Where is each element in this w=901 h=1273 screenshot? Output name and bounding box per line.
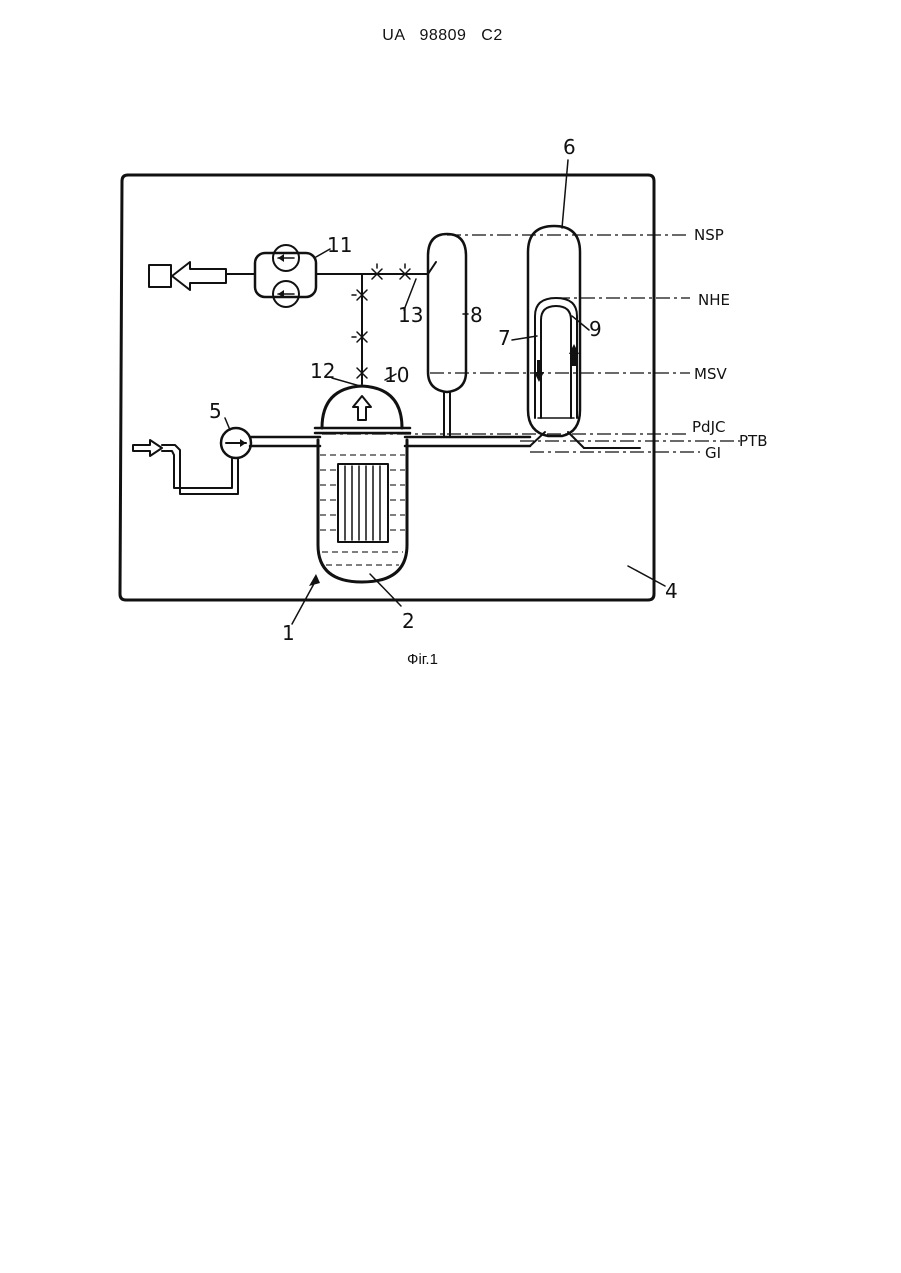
figure-caption: Фіг.1 (0, 651, 845, 668)
label-4: 4 (665, 579, 678, 603)
label-12: 12 (310, 359, 335, 383)
label-1: 1 (282, 621, 295, 645)
inlet-arrow-icon (133, 440, 162, 456)
label-13: 13 (398, 303, 423, 327)
reactor-pointer-arrow-icon (309, 574, 320, 586)
label-9: 9 (589, 317, 602, 341)
steam-generator-6 (528, 226, 580, 436)
level-label-msv: MSV (694, 365, 727, 383)
pump-loop-piping (162, 445, 238, 494)
level-label-nhe: NHE (698, 291, 730, 309)
pump-5 (221, 428, 251, 458)
label-8: 8 (470, 303, 483, 327)
exhaust-box (149, 265, 171, 287)
level-lines (322, 235, 740, 452)
level-label-ptb: PTB (739, 432, 768, 450)
up-arrow-icon (353, 396, 371, 420)
label-6: 6 (563, 135, 576, 159)
level-label-pdjc: PdJC (692, 418, 725, 436)
label-10: 10 (384, 363, 409, 387)
exhaust-arrow-icon (172, 262, 226, 290)
label-7: 7 (498, 326, 511, 350)
label-11: 11 (327, 233, 352, 257)
label-2: 2 (402, 609, 415, 633)
label-5: 5 (209, 399, 222, 423)
vent-line (352, 274, 367, 384)
level-label-gi: GI (705, 444, 721, 462)
reactor-vessel-1 (318, 440, 407, 582)
vessel-head-10 (315, 386, 410, 433)
gas-line (316, 262, 436, 279)
level-label-nsp: NSP (694, 226, 724, 244)
compressor-unit-11 (255, 245, 316, 307)
